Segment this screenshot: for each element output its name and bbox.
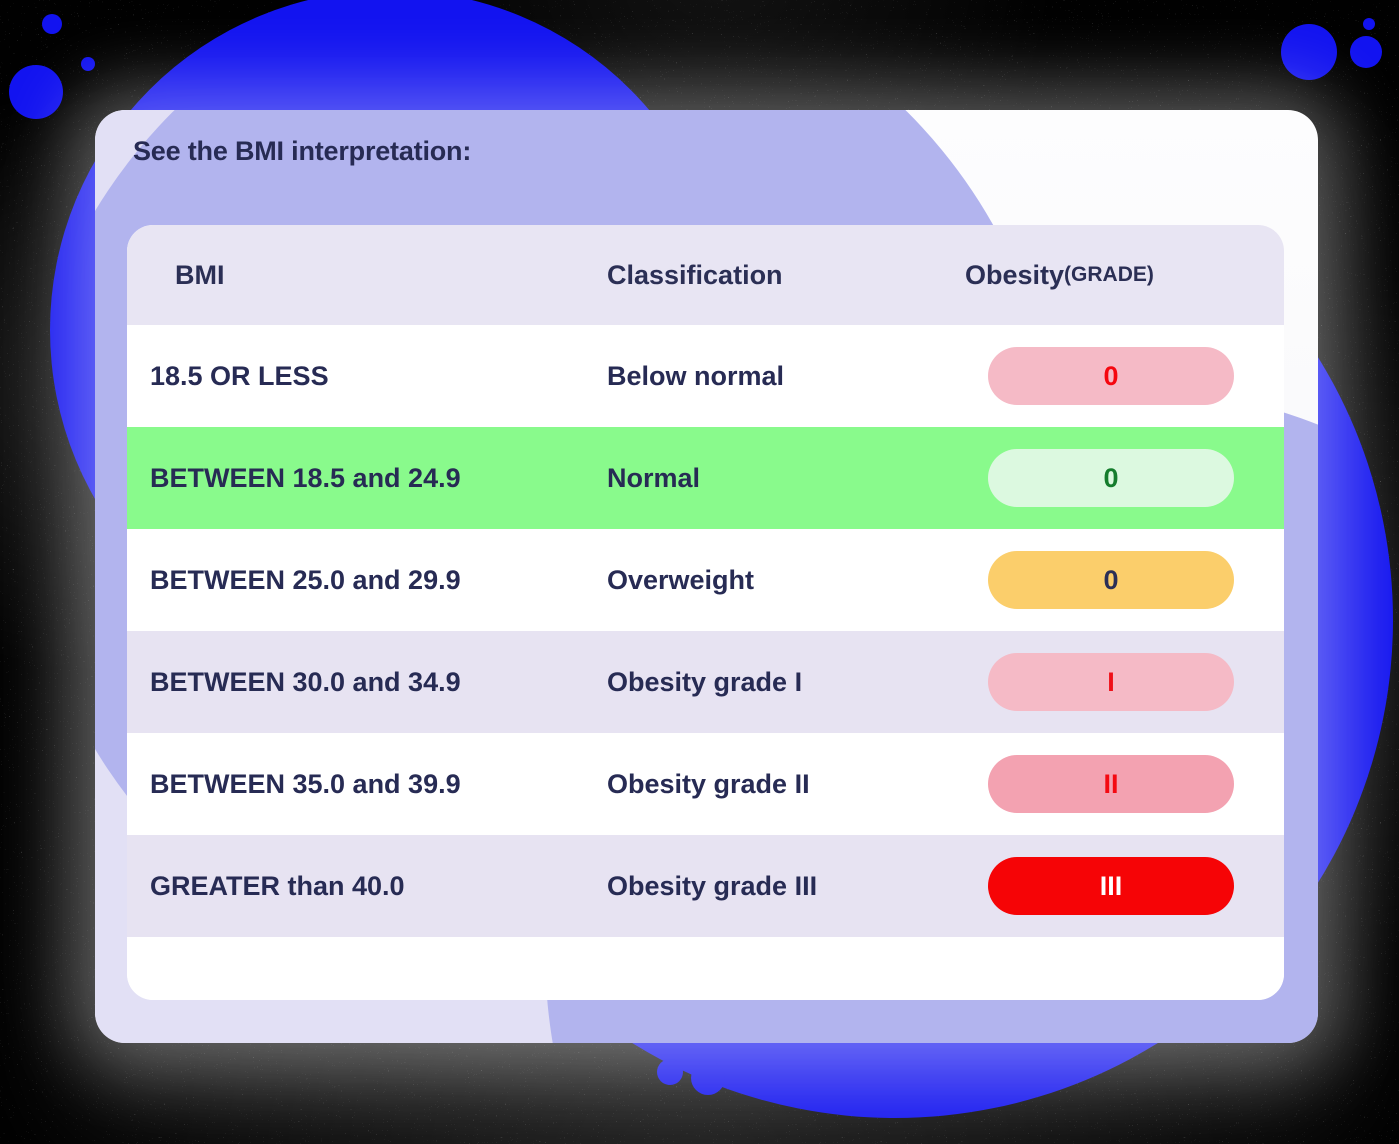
blue-dot [81, 57, 95, 71]
grade-badge: 0 [988, 449, 1234, 507]
bmi-range-cell: BETWEEN 30.0 and 34.9 [150, 666, 461, 697]
table-row-obesity-grade-1: BETWEEN 30.0 and 34.9 Obesity grade I I [127, 631, 1284, 733]
grade-badge: I [988, 653, 1234, 711]
obesity-label: Obesity [965, 259, 1065, 290]
table-row-obesity-grade-3: GREATER than 40.0 Obesity grade III III [127, 835, 1284, 937]
bmi-range-cell: BETWEEN 25.0 and 29.9 [150, 564, 461, 595]
grade-cell: III [965, 857, 1284, 915]
blue-dot [1281, 24, 1337, 80]
grade-badge: II [988, 755, 1234, 813]
table-row-obesity-grade-2: BETWEEN 35.0 and 39.9 Obesity grade II I… [127, 733, 1284, 835]
classification-cell: Obesity grade I [607, 666, 803, 697]
card-header: See the BMI interpretation: [95, 110, 1318, 192]
bmi-range-cell: GREATER than 40.0 [150, 870, 405, 901]
column-header-classification: Classification [607, 259, 783, 290]
classification-cell: Overweight [607, 564, 755, 595]
card-title: See the BMI interpretation: [133, 135, 472, 166]
table-row-overweight: BETWEEN 25.0 and 29.9 Overweight 0 [127, 529, 1284, 631]
column-header-bmi: BMI [175, 259, 225, 290]
grade-cell: 0 [965, 551, 1284, 609]
grade-badge: III [988, 857, 1234, 915]
bmi-interpretation-card: See the BMI interpretation: BMI Classifi… [95, 110, 1318, 1043]
column-header-obesity-grade: Obesity (GRADE) [965, 260, 1284, 291]
blue-dot [1363, 18, 1375, 30]
grade-label: (GRADE) [1064, 263, 1154, 286]
grade-cell: II [965, 755, 1284, 813]
bmi-range-cell: 18.5 OR LESS [150, 360, 329, 391]
table-header-row: BMI Classification Obesity (GRADE) [127, 225, 1284, 325]
table-row-below-normal: 18.5 OR LESS Below normal 0 [127, 325, 1284, 427]
blue-dot [9, 65, 63, 119]
grade-badge: 0 [988, 551, 1234, 609]
table-row-normal: BETWEEN 18.5 and 24.9 Normal 0 [127, 427, 1284, 529]
classification-cell: Obesity grade II [607, 768, 810, 799]
blue-dot [1350, 36, 1382, 68]
bmi-range-cell: BETWEEN 18.5 and 24.9 [150, 462, 461, 493]
grade-cell: I [965, 653, 1284, 711]
grade-cell: 0 [965, 449, 1284, 507]
blue-dot [691, 1061, 725, 1095]
bmi-range-cell: BETWEEN 35.0 and 39.9 [150, 768, 461, 799]
classification-cell: Below normal [607, 360, 785, 391]
blue-dot [657, 1059, 683, 1085]
table-footer-spacer [127, 937, 1284, 1000]
classification-cell: Obesity grade III [607, 870, 818, 901]
bmi-table: BMI Classification Obesity (GRADE) 18.5 … [127, 225, 1284, 1000]
grade-badge: 0 [988, 347, 1234, 405]
grade-cell: 0 [965, 347, 1284, 405]
blue-dot [42, 14, 62, 34]
classification-cell: Normal [607, 462, 701, 493]
